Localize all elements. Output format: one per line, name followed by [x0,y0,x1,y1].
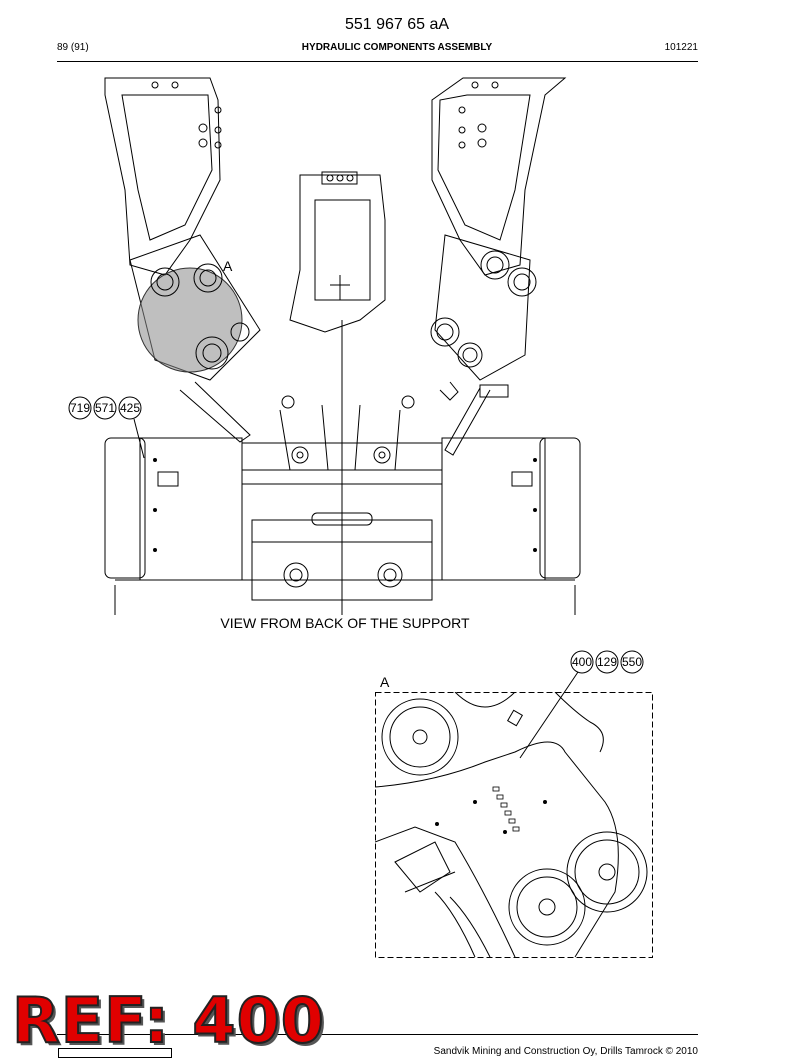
callout-571: 571 [95,401,115,415]
callout-425: 425 [120,401,140,415]
header-rule [57,61,698,62]
ref-stamp: REF: 400 [11,983,325,1058]
callout-group-detail: 400 129 550 [519,650,644,759]
page-title: HYDRAULIC COMPONENTS ASSEMBLY [301,42,493,53]
callout-400: 400 [572,655,592,669]
main-assembly-drawing [104,77,581,615]
callout-group-main: 719 571 425 [68,396,145,459]
document-number: 551 967 65 aA [344,16,450,33]
detail-view-drawing [375,692,653,958]
detail-marker-a: A [223,258,233,274]
page-date: 101221 [664,42,698,53]
footer-copyright: Sandvik Mining and Construction Oy, Dril… [433,1046,698,1057]
callout-719: 719 [70,401,90,415]
footer-rule [57,1034,698,1035]
sandvik-logo [58,1048,172,1058]
callout-550: 550 [622,655,642,669]
main-view-caption: VIEW FROM BACK OF THE SUPPORT [220,615,470,631]
callout-129: 129 [597,655,617,669]
detail-view-label: A [380,674,390,690]
page-index: 89 (91) [57,42,89,53]
